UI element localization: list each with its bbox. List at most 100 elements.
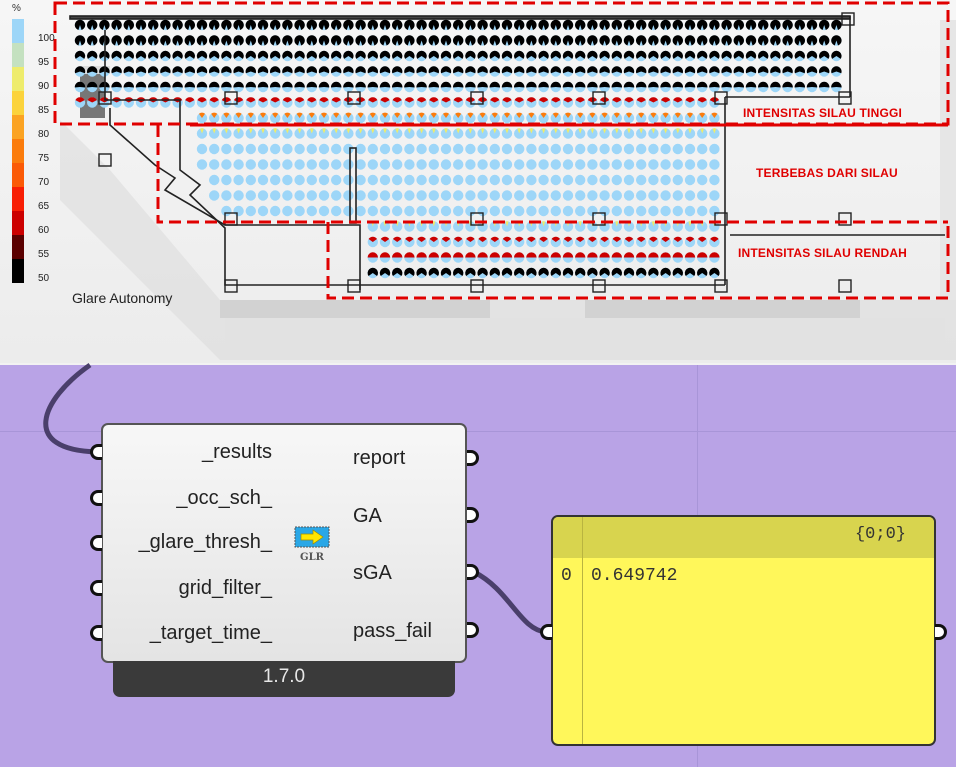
sensor-point — [623, 143, 635, 155]
sensor-glare-wedge — [538, 35, 549, 46]
sensor-glare-wedge — [611, 252, 622, 258]
sensor-glare-wedge — [672, 19, 683, 30]
sensor-glare-wedge — [367, 35, 378, 46]
sensor-point — [245, 190, 256, 201]
sensor-glare-wedge — [442, 112, 450, 118]
output-ga[interactable]: GA — [353, 505, 382, 527]
sensor-glare-wedge — [428, 267, 439, 277]
output-pass-fail[interactable]: pass_fail — [353, 620, 432, 642]
sensor-glare-wedge — [502, 236, 512, 242]
sensor-glare-wedge — [721, 50, 732, 59]
sensor-point — [587, 190, 598, 201]
input-grid-filter[interactable]: grid_filter_ — [178, 577, 272, 599]
port-input-glare-thresh[interactable] — [90, 535, 102, 551]
sensor-point — [416, 112, 427, 124]
sensor-glare-wedge — [782, 35, 793, 46]
sensor-point — [526, 159, 537, 170]
sensor-glare-wedge — [477, 252, 488, 258]
input-target-time[interactable]: _target_time_ — [149, 622, 272, 644]
sensor-glare-wedge — [612, 236, 622, 242]
sensor-glare-wedge — [148, 66, 159, 74]
sensor-glare-wedge — [674, 112, 681, 118]
data-panel[interactable]: {0;0} 0 0.649742 — [551, 515, 936, 746]
sensor-glare-wedge — [257, 66, 269, 74]
panel-header: {0;0} — [553, 517, 934, 558]
sensor-glare-wedge — [590, 128, 595, 134]
port-output-pass-fail[interactable] — [467, 622, 479, 638]
sensor-glare-wedge — [623, 267, 635, 277]
sensor-glare-wedge — [575, 236, 585, 242]
sensor-glare-wedge — [111, 66, 122, 74]
sensor-point — [550, 143, 561, 155]
sensor-point — [282, 128, 293, 139]
sensor-glare-wedge — [539, 236, 548, 242]
sensor-glare-wedge — [296, 112, 303, 118]
sensor-glare-wedge — [700, 128, 705, 134]
sensor-glare-wedge — [284, 112, 291, 118]
sensor-glare-wedge — [369, 112, 376, 118]
port-input-grid-filter[interactable] — [90, 580, 102, 596]
sensor-point — [282, 174, 293, 186]
sensor-glare-wedge — [663, 128, 668, 134]
sensor-glare-wedge — [453, 267, 464, 277]
sensor-point — [465, 112, 476, 124]
sensor-glare-wedge — [233, 50, 244, 59]
sensor-glare-wedge — [111, 19, 122, 30]
port-output-sga[interactable] — [467, 564, 479, 580]
sensor-glare-wedge — [258, 97, 268, 103]
sensor-glare-wedge — [758, 81, 769, 88]
sensor-glare-wedge — [550, 35, 561, 46]
sensor-glare-wedge — [429, 97, 439, 103]
sensor-point — [611, 190, 622, 201]
sensor-point — [575, 205, 586, 217]
sensor-point — [318, 143, 330, 155]
sensor-glare-wedge — [819, 66, 830, 74]
sensor-glare-wedge — [417, 236, 426, 242]
sensor-glare-wedge — [575, 97, 585, 103]
sensor-point — [379, 205, 391, 217]
column-marker — [714, 212, 728, 226]
sensor-point — [697, 174, 708, 186]
output-report[interactable]: report — [353, 447, 406, 469]
sensor-glare-wedge — [392, 81, 403, 88]
sensor-glare-wedge — [660, 81, 671, 88]
sensor-point — [343, 112, 354, 124]
port-input-results[interactable] — [90, 444, 102, 460]
port-output-ga[interactable] — [467, 507, 479, 523]
sensor-point — [209, 143, 220, 155]
sensor-glare-wedge — [294, 50, 305, 59]
input-results[interactable]: _results — [201, 441, 272, 463]
sensor-glare-wedge — [184, 50, 195, 59]
sensor-glare-wedge — [379, 66, 391, 74]
sensor-point — [550, 190, 561, 201]
sensor-point — [684, 143, 696, 155]
port-panel-input[interactable] — [540, 624, 552, 640]
sensor-glare-wedge — [381, 112, 389, 118]
sensor-glare-wedge — [160, 50, 171, 59]
input-occ-sch[interactable]: _occ_sch_ — [176, 487, 272, 509]
legend-label: 65 — [38, 201, 50, 212]
port-input-target-time[interactable] — [90, 625, 102, 641]
column-marker — [841, 12, 855, 26]
column-marker — [224, 212, 238, 226]
port-panel-output[interactable] — [935, 624, 947, 640]
sensor-glare-wedge — [612, 97, 622, 103]
sensor-glare-wedge — [480, 128, 485, 134]
sensor-glare-wedge — [212, 128, 217, 134]
output-sga[interactable]: sGA — [353, 562, 392, 584]
sensor-point — [611, 205, 622, 217]
sensor-glare-wedge — [648, 50, 659, 59]
sensor-glare-wedge — [538, 19, 549, 30]
glare-autonomy-component[interactable]: _results _occ_sch_ _glare_thresh_ grid_f… — [101, 423, 467, 663]
port-output-report[interactable] — [467, 450, 479, 466]
sensor-point — [623, 159, 635, 170]
input-glare-thresh[interactable]: _glare_thresh_ — [138, 531, 272, 553]
sensor-glare-wedge — [223, 112, 230, 118]
sensor-glare-wedge — [661, 236, 670, 242]
sensor-glare-wedge — [514, 35, 525, 46]
sensor-glare-wedge — [197, 97, 207, 103]
sensor-glare-wedge — [184, 35, 195, 46]
sensor-point — [221, 174, 232, 186]
port-input-occ-sch[interactable] — [90, 490, 102, 506]
sensor-glare-wedge — [123, 35, 135, 46]
